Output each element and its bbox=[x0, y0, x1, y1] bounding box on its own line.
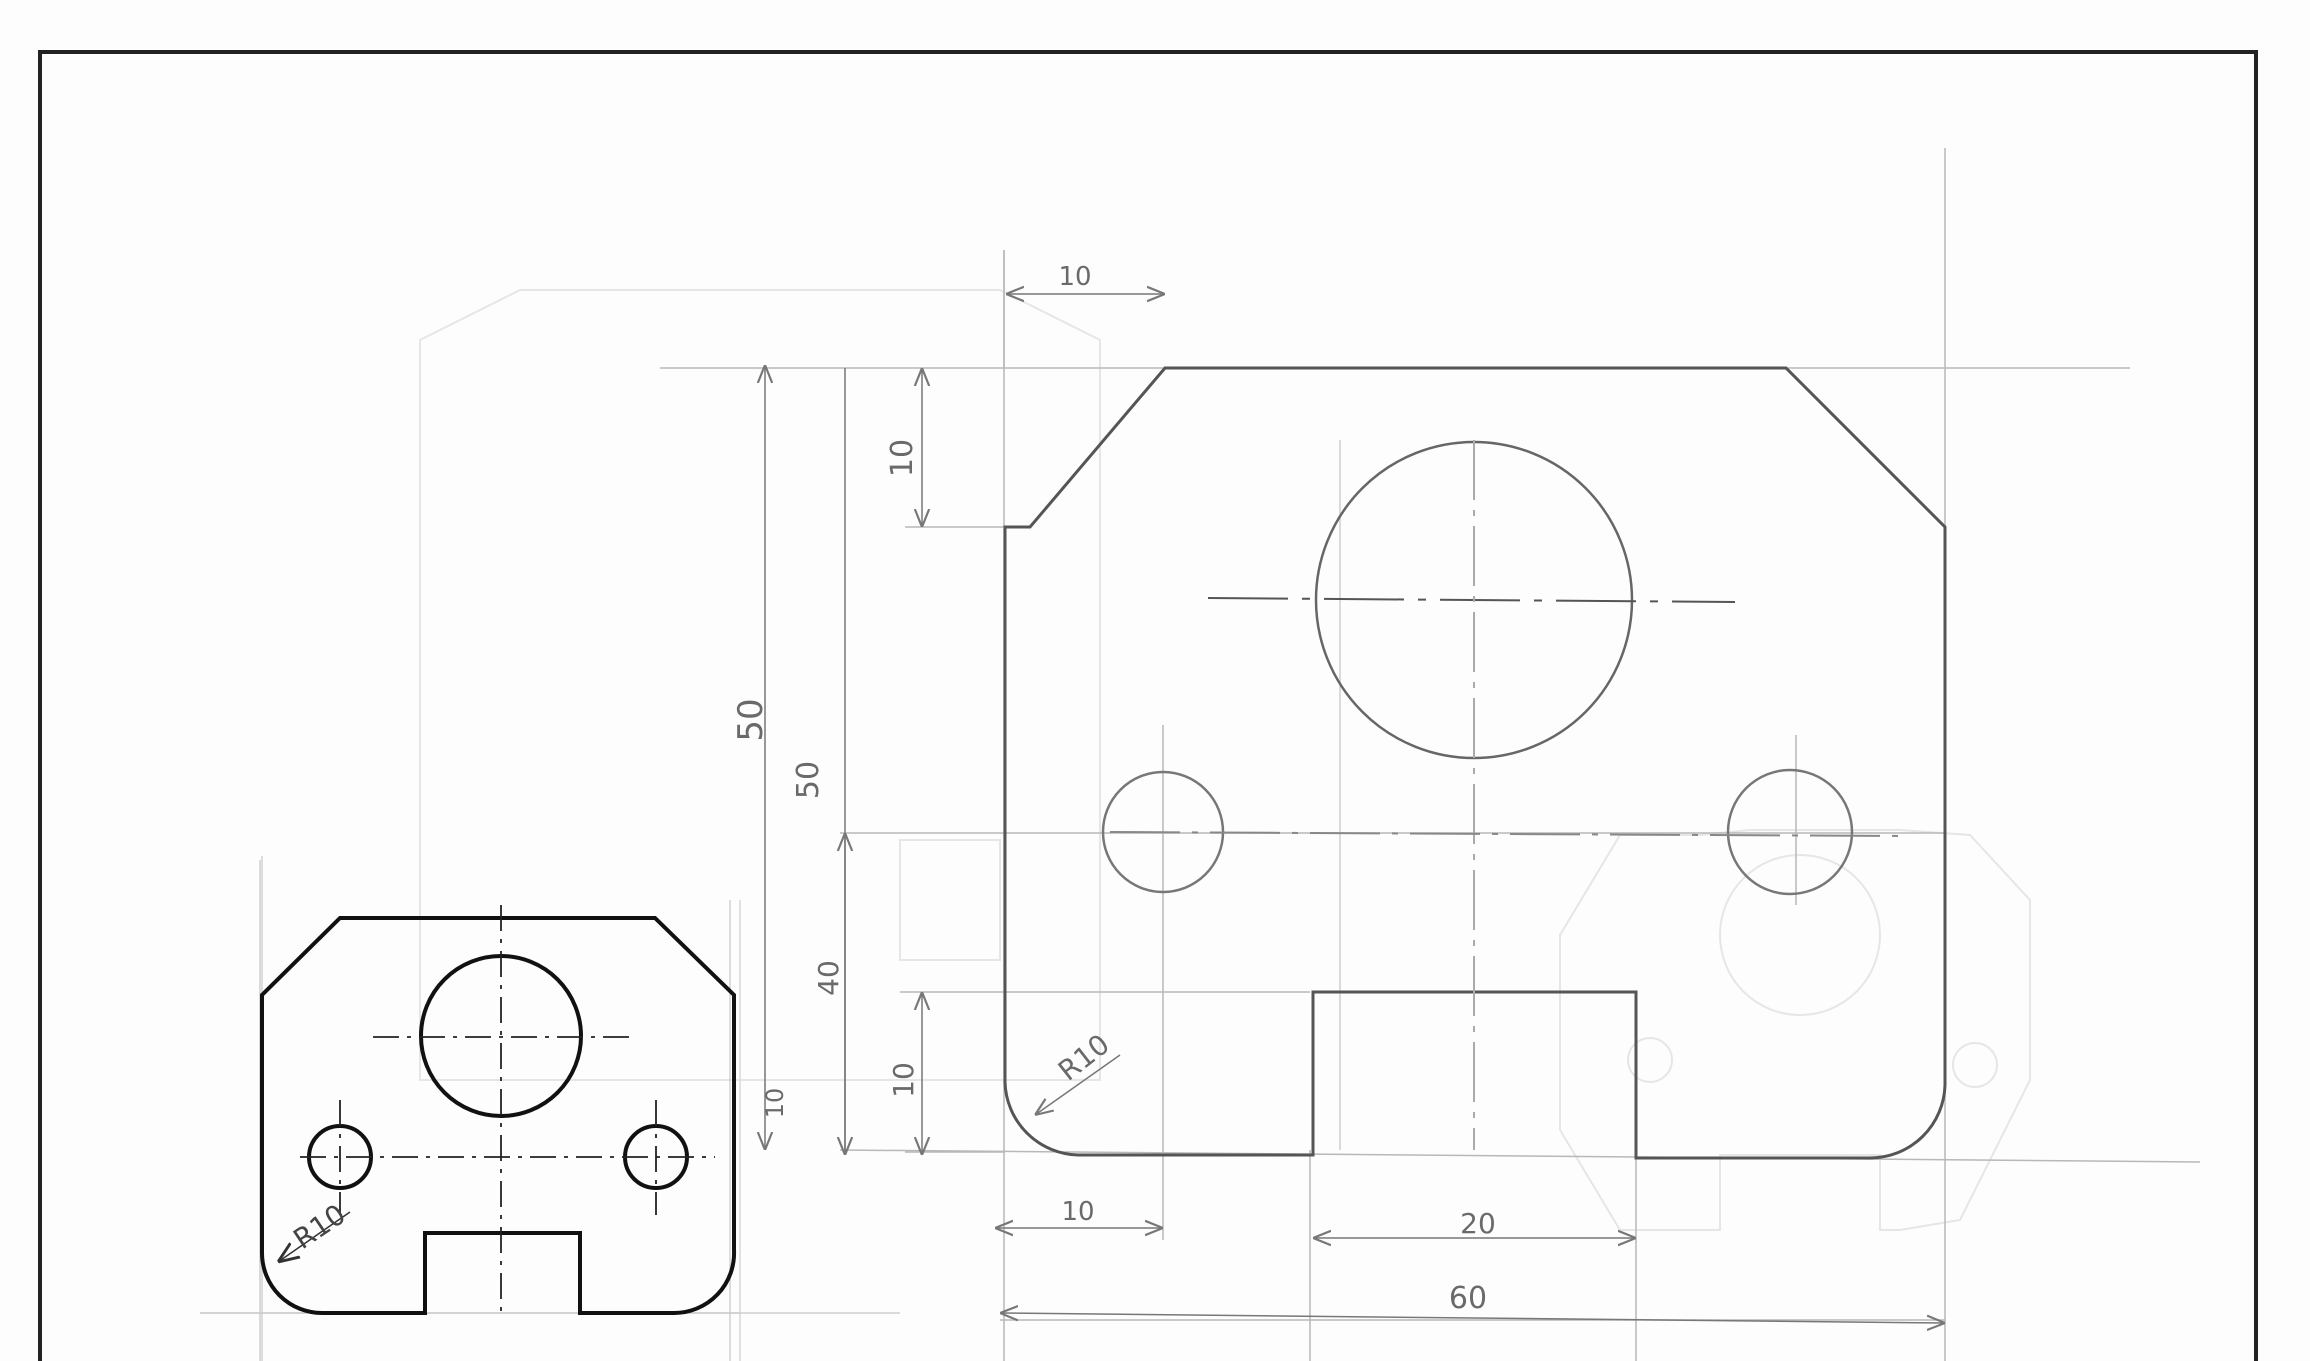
dim-bottom-offset: 10 bbox=[761, 1088, 789, 1119]
dim-chamfer-height: 10 bbox=[885, 439, 920, 477]
dimension-lines bbox=[765, 294, 1945, 1323]
main-view-outline bbox=[1003, 366, 1947, 1160]
drawing-frame bbox=[38, 50, 2258, 1361]
small-view: R10 bbox=[200, 856, 740, 1361]
small-corner-radius: R10 bbox=[287, 1198, 351, 1256]
dim-overall-width: 60 bbox=[1449, 1281, 1487, 1316]
dim-overall-height: 50 bbox=[731, 698, 771, 741]
small-center-lines bbox=[300, 905, 715, 1313]
small-view-outline bbox=[260, 916, 737, 1316]
small-radius-leader bbox=[278, 1211, 351, 1262]
dim-slot-depth: 10 bbox=[887, 1062, 920, 1098]
dim-slot-width: 20 bbox=[1460, 1207, 1496, 1240]
dim-hole-center-offset: 10 bbox=[1061, 1197, 1094, 1227]
dim-hole-center-height: 40 bbox=[812, 960, 845, 996]
dim-top-chamfer-width: 10 bbox=[1058, 262, 1091, 292]
dim-corner-radius: R10 bbox=[1052, 1028, 1116, 1088]
ghost-construction-lines bbox=[419, 289, 2031, 1231]
construction-lines bbox=[200, 148, 2201, 1361]
dim-hidden-height: 50 bbox=[791, 761, 826, 799]
main-center-lines bbox=[1109, 440, 1906, 1150]
main-right-hole bbox=[1726, 768, 1854, 896]
